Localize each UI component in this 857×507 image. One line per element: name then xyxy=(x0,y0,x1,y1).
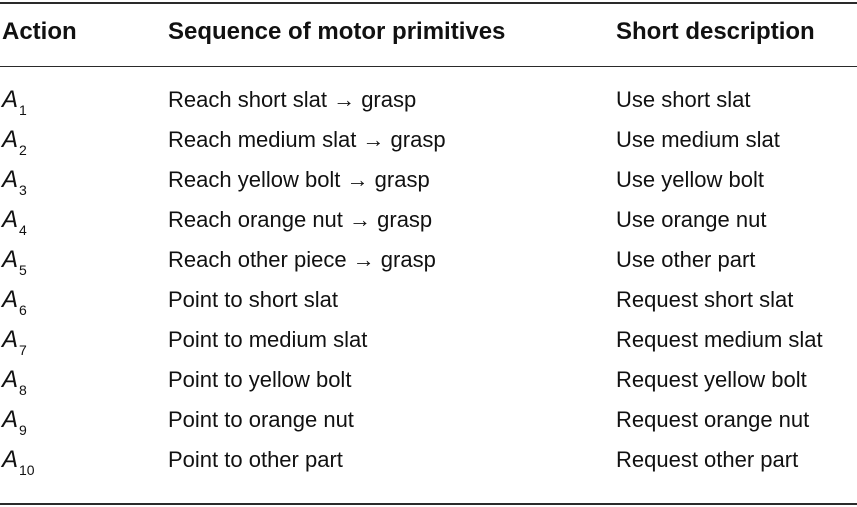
table-row: A1 Reach short slat → grasp Use short slat xyxy=(0,80,857,120)
description-cell: Use medium slat xyxy=(616,127,780,152)
description-cell: Request yellow bolt xyxy=(616,367,807,392)
sequence-cell: Reach medium slat → grasp xyxy=(168,127,446,152)
action-index: 1 xyxy=(19,102,27,118)
action-index: 2 xyxy=(19,142,27,158)
table-header: Action Sequence of motor primitives Shor… xyxy=(0,14,857,50)
action-symbol-cell: A7 xyxy=(2,320,27,362)
action-symbol-cell: A10 xyxy=(2,440,35,482)
table-row: A7 Point to medium slat Request medium sla… xyxy=(0,320,857,360)
action-symbol-cell: A5 xyxy=(2,240,27,282)
action-symbol: A xyxy=(2,326,19,353)
action-symbol: A xyxy=(2,166,19,193)
action-index: 3 xyxy=(19,182,27,198)
table-row: A8 Point to yellow bolt Request yellow bol… xyxy=(0,360,857,400)
action-symbol-cell: A6 xyxy=(2,280,27,322)
action-symbol: A xyxy=(2,446,19,473)
action-symbol: A xyxy=(2,246,19,273)
action-symbol: A xyxy=(2,366,19,393)
sequence-cell: Point to other part xyxy=(168,447,343,472)
action-symbol: A xyxy=(2,126,19,153)
sequence-cell: Point to orange nut xyxy=(168,407,354,432)
header-sequence: Sequence of motor primitives xyxy=(168,18,506,45)
action-index: 8 xyxy=(19,382,27,398)
description-cell: Use yellow bolt xyxy=(616,167,764,192)
table-row: A6 Point to short slat Request short slat xyxy=(0,280,857,320)
sequence-cell: Reach other piece → grasp xyxy=(168,247,436,272)
action-symbol-cell: A1 xyxy=(2,80,27,122)
action-symbol-cell: A3 xyxy=(2,160,27,202)
sequence-cell: Point to medium slat xyxy=(168,327,368,352)
table-row: A5 Reach other piece → grasp Use other par… xyxy=(0,240,857,280)
action-symbol-cell: A2 xyxy=(2,120,27,162)
header-divider xyxy=(0,66,857,67)
description-cell: Use short slat xyxy=(616,87,751,112)
sequence-cell: Reach orange nut → grasp xyxy=(168,207,433,232)
action-symbol: A xyxy=(2,86,19,113)
table-row: A4 Reach orange nut → grasp Use orange nut xyxy=(0,200,857,240)
action-symbol: A xyxy=(2,286,19,313)
action-symbol-cell: A4 xyxy=(2,200,27,242)
sequence-cell: Reach yellow bolt → grasp xyxy=(168,167,430,192)
description-cell: Request short slat xyxy=(616,287,794,312)
action-index: 9 xyxy=(19,422,27,438)
header-description: Short description xyxy=(616,18,815,45)
action-index: 10 xyxy=(19,462,35,478)
action-symbol-cell: A8 xyxy=(2,360,27,402)
action-symbol: A xyxy=(2,406,19,433)
table-row: A2 Reach medium slat → grasp Use medium sl… xyxy=(0,120,857,160)
table-row: A3 Reach yellow bolt → grasp Use yellow bo… xyxy=(0,160,857,200)
table-row: A10 Point to other part Request other part xyxy=(0,440,857,480)
table-top-rule xyxy=(0,2,857,4)
action-index: 4 xyxy=(19,222,27,238)
sequence-cell: Reach short slat → grasp xyxy=(168,87,417,112)
table-row: A9 Point to orange nut Request orange nut xyxy=(0,400,857,440)
sequence-cell: Point to yellow bolt xyxy=(168,367,352,392)
sequence-cell: Point to short slat xyxy=(168,287,338,312)
action-index: 7 xyxy=(19,342,27,358)
description-cell: Request other part xyxy=(616,447,799,472)
description-cell: Use orange nut xyxy=(616,207,767,232)
description-cell: Request medium slat xyxy=(616,327,823,352)
description-cell: Request orange nut xyxy=(616,407,810,432)
action-index: 5 xyxy=(19,262,27,278)
action-index: 6 xyxy=(19,302,27,318)
action-symbol-cell: A9 xyxy=(2,400,27,442)
header-action: Action xyxy=(2,18,77,45)
description-cell: Use other part xyxy=(616,247,756,272)
action-symbol: A xyxy=(2,206,19,233)
table-bottom-rule xyxy=(0,503,857,505)
